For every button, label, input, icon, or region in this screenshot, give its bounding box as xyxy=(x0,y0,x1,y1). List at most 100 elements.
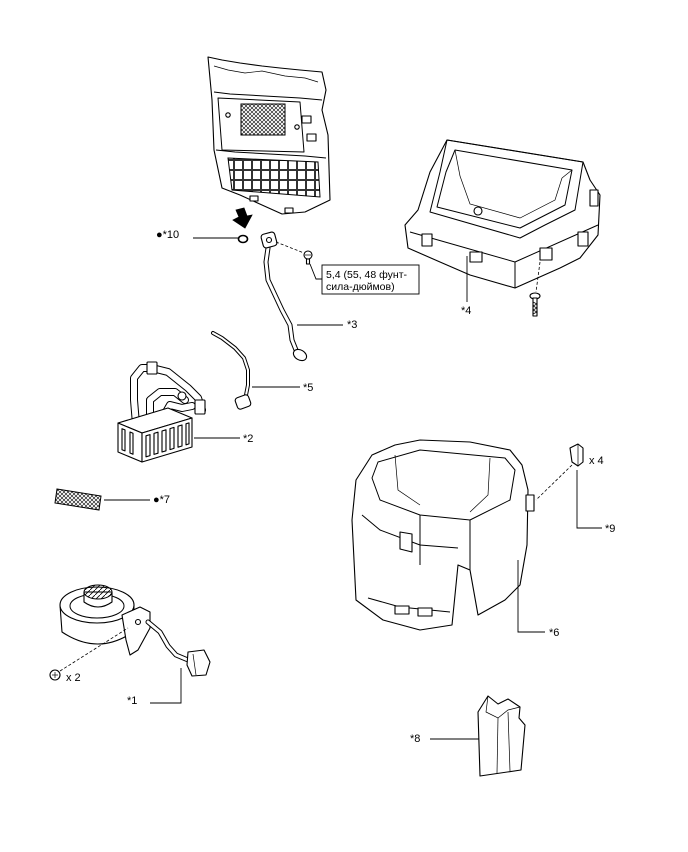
label-quantity-clips: x 4 xyxy=(589,455,604,467)
duct-panel-tab xyxy=(284,207,294,214)
duct-panel-hole xyxy=(294,124,300,130)
part-6-side-tab xyxy=(525,494,535,512)
duct-panel-clip xyxy=(306,133,317,142)
part-2-fin-slot xyxy=(185,422,190,446)
screw xyxy=(303,250,313,265)
o-ring xyxy=(237,234,249,244)
part-1-connector-edge xyxy=(192,653,197,676)
part-4-inner-edge xyxy=(561,169,573,179)
part-6-opening xyxy=(371,449,516,521)
duct-panel-tab xyxy=(249,195,259,202)
label-part-7: ●*7 xyxy=(153,494,170,506)
part-1-connector xyxy=(186,649,211,677)
part-9 xyxy=(569,443,584,467)
part-2-fitting xyxy=(146,361,158,375)
part-3-screw-dashed-line xyxy=(275,241,305,254)
label-part-6: *6 xyxy=(549,627,559,639)
part-2-pipe xyxy=(131,365,155,427)
duct-panel-upper-ledge xyxy=(213,91,323,101)
part-3-terminal-hole xyxy=(265,236,273,244)
install-direction-arrow xyxy=(232,207,253,229)
part-1-screw-dashed-line xyxy=(59,627,129,672)
part-1-bracket-hole xyxy=(134,618,142,626)
part-2 xyxy=(117,361,206,463)
part-2-fin-slot xyxy=(129,431,134,455)
part-2-fitting xyxy=(194,399,206,415)
leader-line-part-1 xyxy=(150,668,182,704)
label-part-3: *3 xyxy=(347,319,357,331)
part-2-fin-slot xyxy=(161,429,167,453)
torque-spec-line-2: сила-дюймов) xyxy=(326,281,395,293)
part-8 xyxy=(477,695,526,777)
part-2-fin-slot xyxy=(177,424,183,448)
part-4-rim xyxy=(429,139,584,239)
part-4-latch xyxy=(539,247,553,261)
part-4-screw xyxy=(529,292,541,317)
part-4-inner-edge xyxy=(454,149,461,177)
part-6-body xyxy=(351,439,529,631)
part-6-inner-wall xyxy=(469,457,491,513)
duct-panel-top-ridge xyxy=(213,65,319,83)
part-6-slot xyxy=(394,605,410,615)
label-quantity-part-1-screws: x 2 xyxy=(66,672,81,684)
screw-shank xyxy=(305,258,311,265)
torque-spec-box: 5,4 (55, 48 фунт- сила-дюймов) xyxy=(321,264,420,295)
part-8-fold xyxy=(496,717,499,774)
duct-panel-hole xyxy=(225,112,231,118)
part-4-inner-floor xyxy=(459,175,563,219)
duct-panel xyxy=(207,56,331,215)
leader-line-torque xyxy=(309,263,322,280)
part-5 xyxy=(211,331,252,410)
part-9-dashed-line xyxy=(535,464,573,501)
part-9-clip xyxy=(569,443,584,467)
part-4-latch xyxy=(421,233,433,247)
torque-spec-frame xyxy=(321,264,420,295)
label-part-1: *1 xyxy=(127,695,137,707)
duct-panel-lower-grid xyxy=(227,157,321,198)
part-2-fitting xyxy=(177,391,187,401)
part-1 xyxy=(59,584,211,677)
label-part-9: *9 xyxy=(605,523,615,535)
part-4-screw-dashed-line xyxy=(535,261,541,293)
label-part-8: *8 xyxy=(410,733,420,745)
part-5-connector xyxy=(234,394,252,410)
part-4-screw-thread xyxy=(532,301,538,315)
duct-panel-inner-frame xyxy=(217,97,305,153)
duct-panel-clip xyxy=(301,115,312,124)
part-4-latch xyxy=(577,231,589,247)
label-part-2: *2 xyxy=(243,433,253,445)
leader-line-part-6 xyxy=(517,560,545,633)
label-part-4: *4 xyxy=(461,305,471,317)
part-2-fin-slot xyxy=(121,428,126,452)
part-3-wire-core xyxy=(264,246,298,352)
part-4-side-tab xyxy=(589,189,599,207)
torque-spec-line-1: 5,4 (55, 48 фунт- xyxy=(326,269,407,281)
label-part-5: *5 xyxy=(303,382,313,394)
part-6-inner-wall xyxy=(394,454,421,506)
part-2-fin-slot xyxy=(169,426,175,451)
part-5-wire-core xyxy=(212,332,249,396)
part-1-screw xyxy=(49,669,61,681)
part-4-latch xyxy=(469,251,483,263)
part-6-slot xyxy=(417,607,433,617)
part-3-sensor-end xyxy=(292,348,308,362)
part-2-fin-slot xyxy=(153,431,159,455)
part-3 xyxy=(260,231,308,362)
part-2-fin-slot xyxy=(145,434,151,458)
part-1-wire-core xyxy=(146,620,190,662)
part-1-bracket xyxy=(121,606,151,656)
part-4 xyxy=(404,139,601,289)
leader-line-part-9 xyxy=(576,470,602,529)
part-6-flap xyxy=(399,531,413,553)
part-6 xyxy=(351,439,535,631)
part-7 xyxy=(54,488,102,511)
duct-panel-mesh xyxy=(240,103,286,136)
part-4-drain-hole xyxy=(473,206,483,216)
part-4-body xyxy=(404,139,601,289)
part-5-wire-outline xyxy=(211,331,250,397)
part-8-plate xyxy=(477,695,526,777)
label-part-10: ●*10 xyxy=(156,229,179,241)
part-8-fold xyxy=(507,711,511,772)
part-1-motor-cap-top xyxy=(83,584,113,600)
